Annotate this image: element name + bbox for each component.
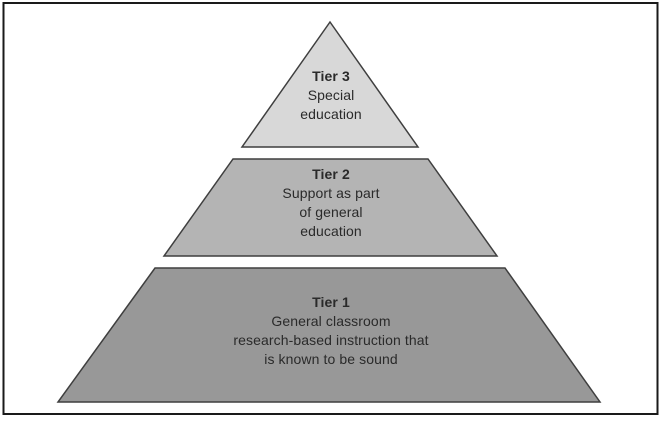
tier1-text-line: is known to be sound [264,351,398,367]
tier3-triangle [240,20,420,148]
tier3-title: Tier 3 [312,68,350,84]
tier3-label-block: Tier 3 Special education [0,67,662,124]
tier1-label-block: Tier 1 General classroom research-based … [0,293,662,369]
tier2-text-line: Support as part [282,185,380,201]
tier1-trapezoid [56,267,602,403]
tier3-text-line: Special [307,87,355,103]
tier1-title: Tier 1 [312,294,350,310]
tier1-text-line: General classroom [271,313,391,329]
tier2-label-block: Tier 2 Support as part of general educat… [0,165,662,241]
tier2-title: Tier 2 [312,166,350,182]
outer-border [2,2,659,415]
tier2-text-line: education [300,223,362,239]
tier1-text-line: research-based instruction that [233,332,429,348]
tier3-text-line: education [300,106,362,122]
tier2-text-line: of general [299,204,363,220]
tier2-trapezoid [162,158,499,257]
